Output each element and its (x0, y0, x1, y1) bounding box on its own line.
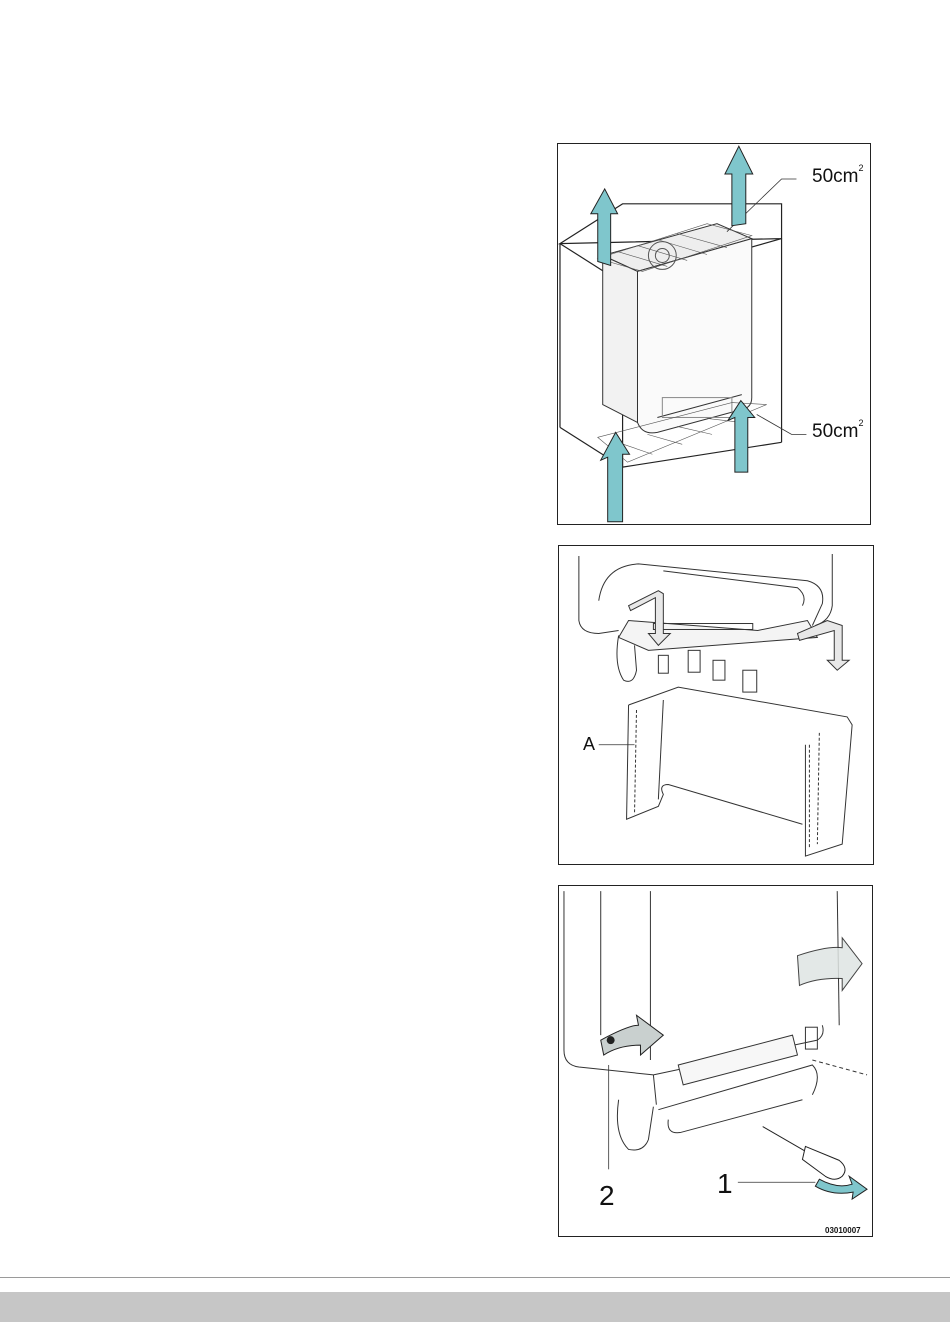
cover-label-a: A (583, 734, 595, 755)
bottom-opening-label: 50cm2 (812, 421, 863, 443)
callout-2: 2 (599, 1180, 615, 1212)
ventilation-figure: 50cm2 50cm2 (557, 143, 871, 525)
top-opening-label: 50cm2 (812, 166, 863, 188)
screw-rotate-arrow (815, 1176, 867, 1199)
cover-drawing (559, 546, 873, 864)
footer-band (0, 1292, 950, 1322)
rotate-arrow-left (601, 1015, 664, 1055)
airflow-arrow-up-right (725, 146, 753, 225)
callout-1: 1 (717, 1168, 733, 1200)
rotate-arrow-right (797, 938, 862, 991)
cover-figure: A (558, 545, 874, 865)
front-panel-figure: 1 2 03010007 (558, 885, 873, 1237)
fixing-point-icon (607, 1036, 615, 1044)
reference-code: 03010007 (825, 1226, 861, 1235)
airflow-arrow-in-left (601, 432, 630, 521)
footer-divider (0, 1277, 950, 1278)
ventilation-drawing (558, 144, 870, 524)
